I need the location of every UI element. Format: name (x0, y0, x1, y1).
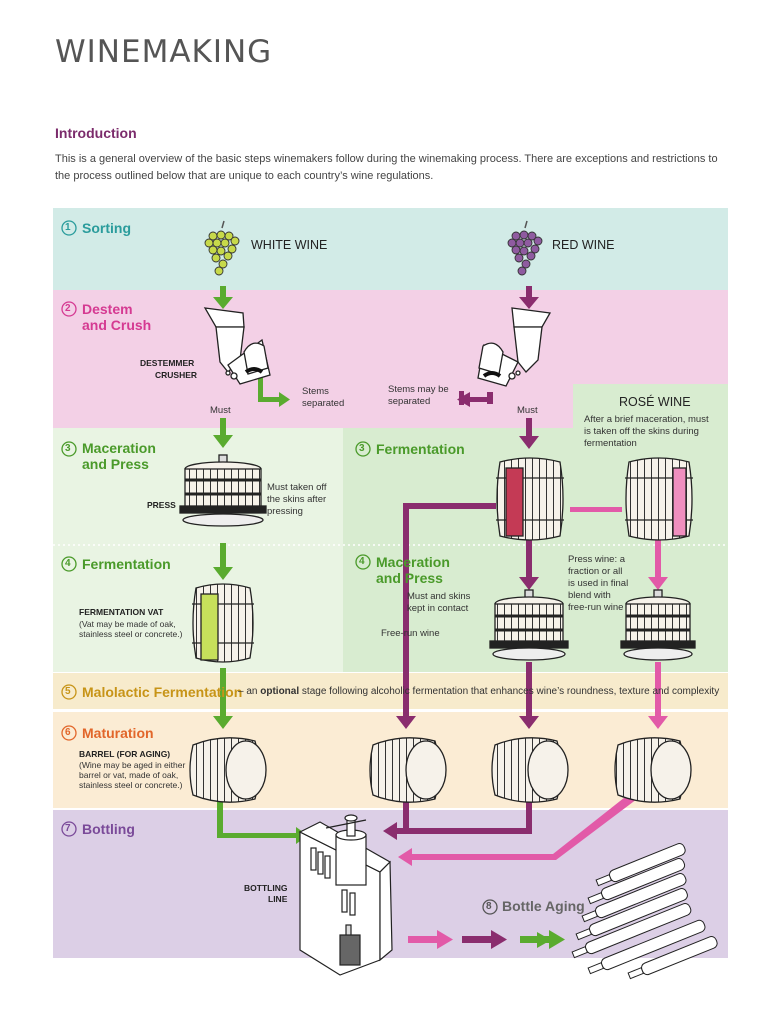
page-title: WINEMAKING (55, 34, 273, 70)
white-destemmer-icon (203, 307, 271, 385)
intro-heading: Introduction (55, 125, 137, 141)
white-barrel-icon (189, 737, 267, 803)
destem-label: Destem and Crush (82, 301, 152, 333)
rose-wine-title: ROSÉ WINE (619, 395, 691, 409)
must-red-caption: Must (517, 405, 538, 416)
stems-separated-caption: Stems separated (302, 386, 345, 409)
red-wine-title: RED WINE (552, 238, 615, 252)
red-destemmer-icon (477, 307, 552, 387)
must-white-caption: Must (210, 405, 231, 416)
malolactic-number-circle (61, 684, 77, 700)
red-fermentation-number-circle (355, 441, 371, 457)
barrel-caption: BARREL (FOR AGING) (79, 749, 171, 759)
intro-text: This is a general overview of the basic … (55, 153, 718, 182)
rose-press-icon (620, 589, 696, 661)
maturation-number: 6 (65, 727, 71, 738)
rose-flow-arrows (398, 507, 668, 949)
bottle-aging-number-circle (482, 899, 498, 915)
malolactic-note: – an optional stage following alcoholic … (238, 686, 719, 697)
fermentation-vat-caption: FERMENTATION VAT (79, 607, 164, 617)
rose-note-caption: After a brief maceration, must is taken … (584, 414, 709, 449)
rose-fermentation-vat-icon (625, 457, 693, 541)
bottle-aging-number: 8 (486, 901, 492, 912)
red-fermentation-label: Fermentation (376, 441, 465, 457)
bottling-line-caption-2: LINE (268, 894, 288, 904)
red-flow-arrows (383, 286, 539, 949)
bottling-number-circle (61, 821, 77, 837)
bottle-aging-label: Bottle Aging (502, 898, 585, 914)
red-fermentation-vat-icon (496, 457, 564, 541)
bottling-line-caption-1: BOTTLING (244, 883, 288, 893)
maturation-label: Maturation (82, 725, 154, 741)
destemmer-caption-2: CRUSHER (155, 370, 198, 380)
vat-note-caption: (Vat may be made of oak, stainless steel… (79, 619, 183, 639)
white-fermentation-number: 4 (65, 558, 71, 569)
red-barrel-icon (491, 737, 569, 803)
white-wine-title: WHITE WINE (251, 238, 328, 252)
red-fermentation-number: 3 (359, 443, 365, 454)
free-run-caption: Free-run wine (381, 628, 440, 639)
malolactic-note-prefix: – an (238, 686, 261, 697)
rose-barrel-icon (614, 737, 692, 803)
free-run-barrel-icon (369, 737, 447, 803)
malolactic-number: 5 (65, 686, 71, 697)
stems-may-caption: Stems may be separated (388, 384, 449, 407)
white-press-icon (179, 454, 267, 527)
white-maceration-number-circle (61, 441, 77, 457)
malolactic-band (53, 673, 728, 709)
malolactic-label: Malolactic Fermentation (82, 684, 243, 700)
barrel-note-caption: (Wine may be aged in either barrel or va… (79, 760, 186, 790)
malolactic-note-optional: optional (260, 686, 300, 697)
white-maceration-number: 3 (65, 443, 71, 454)
destem-number: 2 (65, 303, 71, 314)
red-maceration-number: 4 (359, 556, 365, 567)
white-maceration-label: Maceration and Press (82, 440, 156, 472)
malolactic-note-rest: stage following alcoholic fermentation t… (299, 686, 720, 697)
sorting-number: 1 (65, 222, 71, 233)
press-wine-caption: Press wine: a fraction or all is used in… (568, 554, 629, 613)
white-fermentation-vat-icon (192, 583, 254, 663)
bottling-line-icon (298, 814, 393, 976)
red-press-icon (489, 589, 569, 661)
red-grape-icon (507, 220, 543, 276)
press-caption: PRESS (147, 500, 176, 510)
white-fermentation-label: Fermentation (82, 556, 171, 572)
white-grape-icon (204, 220, 240, 276)
red-maceration-label: Maceration and Press (376, 554, 450, 586)
bottling-number: 7 (65, 823, 71, 834)
must-taken-caption: Must taken off the skins after pressing (267, 482, 327, 517)
maturation-number-circle (61, 725, 77, 741)
sorting-band (53, 208, 728, 290)
aged-bottles-icon (571, 843, 718, 980)
must-skins-caption: Must and skins kept in contact (407, 591, 471, 614)
white-fermentation-number-circle (61, 556, 77, 572)
bottling-label: Bottling (82, 821, 135, 837)
red-maceration-number-circle (355, 554, 371, 570)
white-flow-arrows (213, 286, 551, 948)
sorting-label: Sorting (82, 220, 131, 236)
destemmer-caption-1: DESTEMMER (140, 358, 195, 368)
destem-number-circle (61, 301, 77, 317)
bottle-aging-green-arrow (520, 930, 565, 949)
sorting-number-circle (61, 220, 77, 236)
